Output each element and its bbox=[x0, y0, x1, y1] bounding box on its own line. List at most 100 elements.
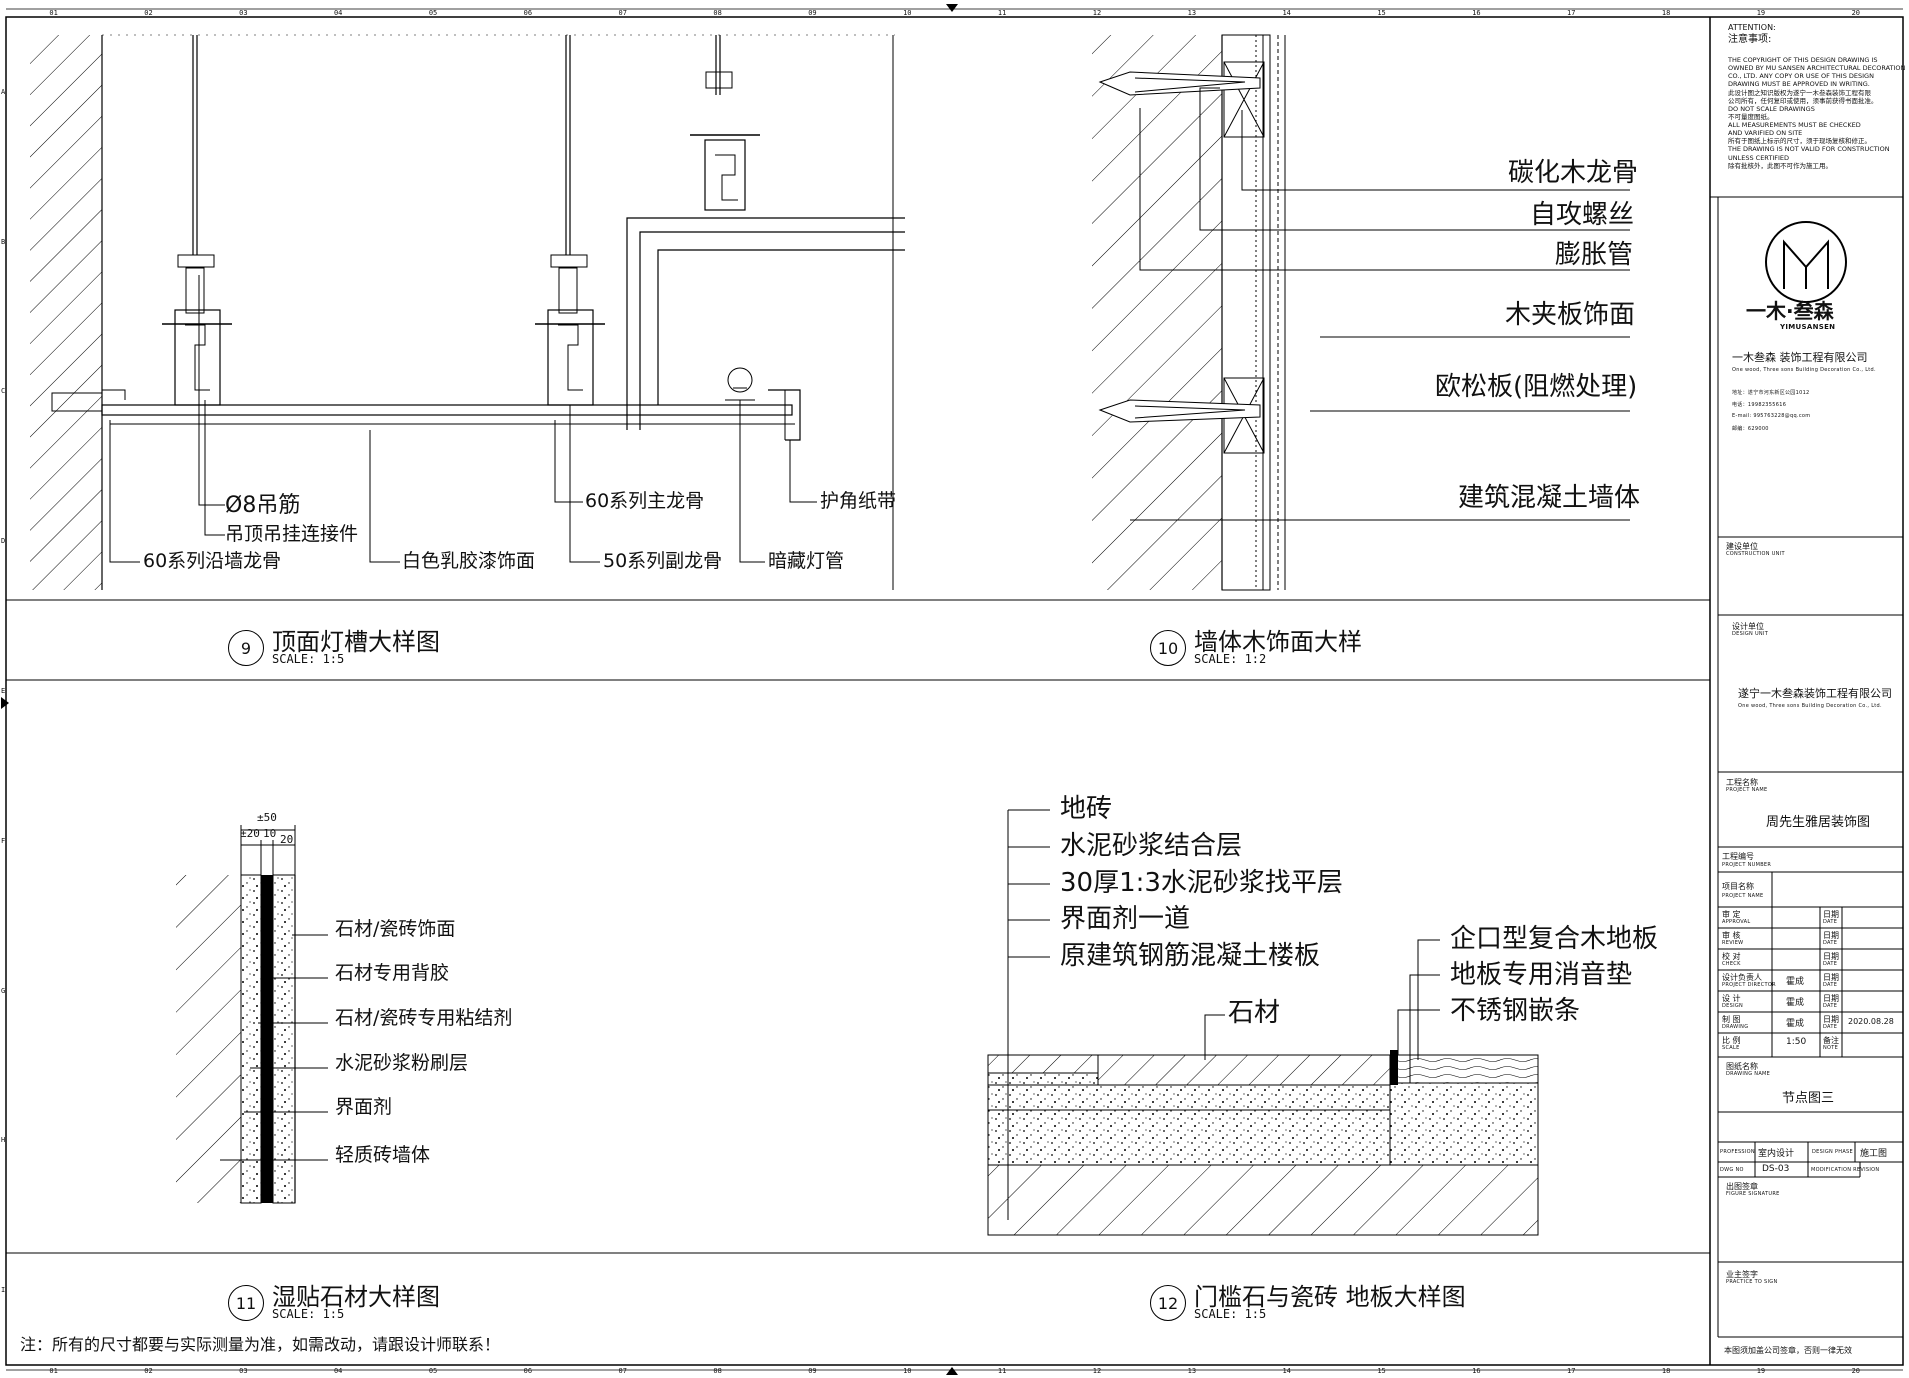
attention-note-line: CO., LTD. ANY COPY OR USE OF THIS DESIGN bbox=[1728, 72, 1874, 81]
grid-column-label: 14 bbox=[1282, 1367, 1291, 1375]
item-name-label: 项目名称 bbox=[1722, 882, 1754, 891]
d9-scale: SCALE: 1:5 bbox=[272, 652, 345, 666]
detail-12-drawing bbox=[987, 809, 1539, 1236]
grid-column-label: 01 bbox=[49, 9, 58, 17]
approval-row-label: 比 例 bbox=[1722, 1036, 1741, 1045]
grid-row-label: B bbox=[1, 237, 6, 246]
attention-note-line: 公司所有，任何复印或使用，须事前获得书面批准。 bbox=[1728, 96, 1878, 105]
attention-note-line: UNLESS CERTIFIED bbox=[1728, 153, 1790, 162]
d9-hanger-label: 吊顶吊挂连接件 bbox=[225, 523, 359, 545]
modification-en: MODIFICATION REVISION bbox=[1811, 1167, 1880, 1173]
grid-column-label: 04 bbox=[333, 1367, 343, 1375]
grid-column-label: 08 bbox=[713, 9, 722, 17]
project-name: 周先生雅居装饰图 bbox=[1766, 815, 1871, 830]
d12-right-label-0: 企口型复合木地板 bbox=[1450, 924, 1659, 954]
approval-row-date-en: DATE bbox=[1823, 1003, 1838, 1009]
grid-row-label: E bbox=[1, 687, 6, 695]
d11-dim-b: 10 bbox=[263, 827, 277, 840]
logo-en: YIMUSANSEN bbox=[1780, 323, 1836, 331]
attention-note-line: 此设计图之知识版权为遂宁一木叁森装饰工程有限 bbox=[1728, 88, 1871, 97]
grid-row-label: I bbox=[1, 1286, 6, 1295]
d12-left-label-3: 界面剂一道 bbox=[1060, 904, 1191, 934]
logo-mark bbox=[1765, 221, 1847, 303]
project-number-en: PROJECT NUMBER bbox=[1722, 862, 1772, 868]
d10-label-4: 欧松板(阻燃处理) bbox=[1435, 372, 1638, 402]
grid-column-label: 15 bbox=[1377, 1367, 1386, 1375]
grid-row-label: F bbox=[1, 836, 6, 845]
approval-row-label: 审 定 bbox=[1722, 910, 1741, 919]
design-company: 遂宁一木叁森装饰工程有限公司 bbox=[1738, 687, 1892, 700]
d9-paint-label: 白色乳胶漆饰面 bbox=[402, 550, 536, 572]
grid-column-label: 17 bbox=[1567, 1367, 1576, 1375]
owner-signature-label: 业主签字 bbox=[1726, 1270, 1758, 1279]
approval-row-value: 1:50 bbox=[1786, 1037, 1807, 1047]
d11-dim-a: ±20 bbox=[240, 827, 260, 840]
d9-sub-keel-label: 50系列副龙骨 bbox=[603, 550, 723, 572]
d11-number-circle: 11 bbox=[228, 1285, 264, 1321]
approval-row-label: 设计负责人 bbox=[1722, 973, 1762, 982]
company-email: E-mail: 995763228@qq.com bbox=[1732, 413, 1811, 419]
construction-unit-en: CONSTRUCTION UNIT bbox=[1726, 551, 1785, 557]
attention-note-line: 除有批核外，此图不可作为施工用。 bbox=[1728, 161, 1832, 170]
grid-row-label: A bbox=[1, 87, 6, 96]
grid-column-label: 02 bbox=[144, 9, 153, 17]
logo-text: 一木·叁森 bbox=[1746, 299, 1834, 323]
detail-9-drawing bbox=[30, 34, 905, 590]
detail-10-drawing bbox=[1092, 34, 1630, 591]
d9-lamp-label: 暗藏灯管 bbox=[768, 550, 845, 572]
d11-label-4: 界面剂 bbox=[335, 1096, 393, 1118]
grid-column-label: 05 bbox=[428, 1367, 438, 1375]
grid-row-label: G bbox=[1, 986, 6, 995]
grid-column-label: 20 bbox=[1851, 9, 1860, 17]
approval-row-date-en: NOTE bbox=[1823, 1045, 1839, 1051]
dwg-no-en: DWG NO bbox=[1720, 1167, 1744, 1173]
approval-row-date-en: DATE bbox=[1823, 961, 1838, 967]
attention-note-line: ALL MEASUREMENTS MUST BE CHECKED bbox=[1728, 121, 1861, 129]
approval-row-label-en: CHECK bbox=[1722, 961, 1741, 967]
d12-right-label-1: 地板专用消音垫 bbox=[1450, 960, 1633, 990]
grid-column-label: 07 bbox=[618, 9, 627, 17]
approval-row-date-label: 备注 bbox=[1823, 1036, 1839, 1045]
approval-row-label: 制 图 bbox=[1722, 1015, 1741, 1024]
attention-note-line: 所有于图纸上标示的尺寸，须于现场复核和修正。 bbox=[1728, 137, 1871, 146]
approval-row-date-label: 日期 bbox=[1823, 952, 1839, 961]
d9-number-circle: 9 bbox=[228, 630, 264, 666]
design-unit-label: 设计单位 bbox=[1732, 622, 1764, 631]
grid-column-label: 07 bbox=[618, 1367, 627, 1375]
d11-label-3: 水泥砂浆粉刷层 bbox=[335, 1052, 469, 1074]
d10-label-1: 自攻螺丝 bbox=[1530, 200, 1635, 230]
approval-row-label: 审 核 bbox=[1722, 931, 1741, 940]
approval-row-date-label: 日期 bbox=[1823, 973, 1839, 982]
approval-row-label-en: PROJECT DIRECTOR bbox=[1722, 982, 1776, 988]
grid-column-label: 12 bbox=[1092, 9, 1102, 17]
d11-label-2: 石材/瓷砖专用粘结剂 bbox=[335, 1007, 513, 1029]
d12-left-label-4: 原建筑钢筋混凝土楼板 bbox=[1060, 941, 1321, 971]
figure-signature-en: FIGURE SIGNATURE bbox=[1726, 1191, 1780, 1197]
d12-stone-label: 石材 bbox=[1228, 998, 1281, 1028]
grid-column-label: 18 bbox=[1661, 1367, 1671, 1375]
footer-note: 本图须加盖公司签章，否则一律无效 bbox=[1724, 1346, 1852, 1355]
d12-right-label-2: 不锈钢嵌条 bbox=[1450, 996, 1581, 1026]
company-phone: 电话：19982355616 bbox=[1732, 402, 1787, 408]
project-number-label: 工程编号 bbox=[1722, 852, 1754, 861]
attention-note-line: THE COPYRIGHT OF THIS DESIGN DRAWING IS bbox=[1728, 56, 1878, 64]
drawing-name: 节点图三 bbox=[1782, 1091, 1835, 1106]
project-name-en: PROJECT NAME bbox=[1726, 787, 1768, 793]
grid-row-label: D bbox=[1, 537, 6, 546]
profession-en: PROFESSION bbox=[1720, 1149, 1755, 1155]
attention-note-line: 不可量度图纸。 bbox=[1728, 112, 1774, 121]
item-name-en: PROJECT NAME bbox=[1722, 893, 1764, 899]
attention-note-line: THE DRAWING IS NOT VALID FOR CONSTRUCTIO… bbox=[1728, 145, 1890, 154]
d10-number-circle: 10 bbox=[1150, 630, 1186, 666]
d10-scale: SCALE: 1:2 bbox=[1194, 652, 1267, 666]
grid-column-label: 10 bbox=[903, 1367, 912, 1375]
drawing-name-label: 图纸名称 bbox=[1726, 1062, 1758, 1071]
grid-column-label: 06 bbox=[523, 9, 533, 17]
approval-row-label-en: SCALE bbox=[1722, 1045, 1740, 1051]
d11-dim-c: 20 bbox=[280, 833, 294, 846]
profession: 室内设计 bbox=[1758, 1149, 1795, 1159]
d11-label-1: 石材专用背胶 bbox=[335, 962, 450, 984]
d9-tape-label: 护角纸带 bbox=[820, 490, 897, 512]
